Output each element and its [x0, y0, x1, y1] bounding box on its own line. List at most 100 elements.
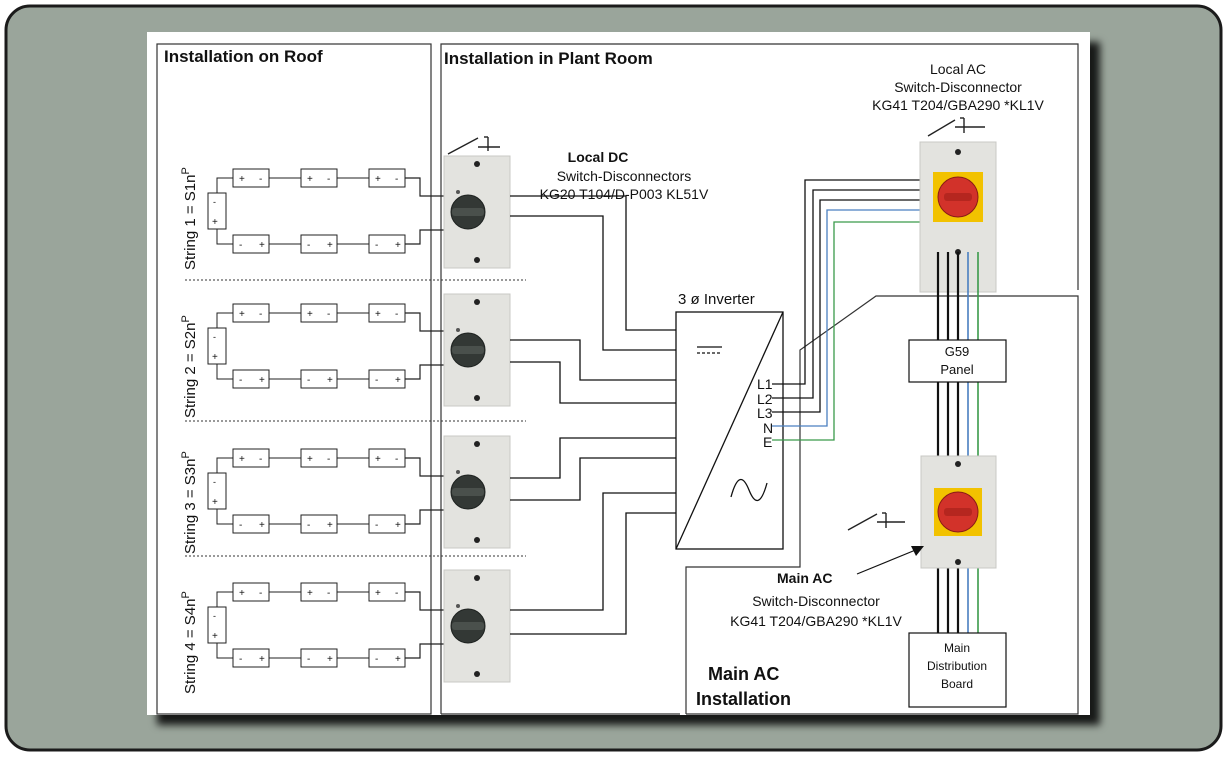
module-minus-sign: -: [213, 611, 216, 621]
module-plus-sign: +: [239, 588, 245, 599]
dc-isolator-screw-bottom: [474, 395, 480, 401]
main-ac-screw-bottom: [955, 559, 961, 565]
module-minus-sign: -: [375, 520, 378, 531]
dc-cables: [510, 195, 676, 635]
module-plus-sign: +: [259, 654, 265, 665]
mdb-line1: Main: [944, 641, 970, 655]
pv-string-2: +--++--++--+-+: [207, 303, 448, 389]
dc-isolator-knob-grip: [452, 208, 484, 216]
module-plus-sign: +: [327, 240, 333, 251]
main-ac-switch-symbol: [847, 512, 905, 531]
mdb-line2: Distribution: [927, 659, 987, 673]
string-output-positive: [405, 312, 448, 332]
pv-module-side: [207, 606, 227, 644]
module-minus-sign: -: [259, 174, 262, 185]
module-plus-sign: +: [239, 454, 245, 465]
module-minus-sign: -: [375, 375, 378, 386]
module-plus-sign: +: [212, 631, 218, 642]
dc-isolator-knob-grip: [452, 622, 484, 630]
main-ac-knob-grip: [944, 508, 972, 516]
dc-isolator-screw-bottom: [474, 257, 480, 263]
local-ac-screw-top: [955, 149, 961, 155]
module-minus-sign: -: [213, 477, 216, 487]
vertical-ac-cables: [936, 252, 979, 633]
string-label-1: String 1 = S1nP: [180, 167, 199, 270]
string-left-link: [216, 229, 233, 245]
module-minus-sign: -: [259, 454, 262, 465]
main-ac-line3: KG41 T204/GBA290 *KL1V: [730, 613, 902, 629]
module-plus-sign: +: [375, 454, 381, 465]
module-plus-sign: +: [395, 240, 401, 251]
module-minus-sign: -: [239, 520, 242, 531]
module-minus-sign: -: [375, 654, 378, 665]
module-plus-sign: +: [395, 654, 401, 665]
dc-isolators: [443, 155, 511, 683]
local-ac-knob-grip: [944, 193, 972, 201]
dc-isolator-knob-grip: [452, 346, 484, 354]
dc-isolator-4: [443, 569, 511, 683]
module-minus-sign: -: [239, 375, 242, 386]
inverter-terminal-n: N: [763, 420, 773, 436]
dc-isolator-indicator: [456, 190, 460, 194]
string-output-negative: [405, 643, 448, 659]
string-left-link: [216, 312, 233, 328]
inverter: [675, 311, 784, 550]
pv-string-4: +--++--++--+-+: [207, 582, 448, 668]
local-ac-line2: Switch-Disconnector: [894, 79, 1022, 95]
string-left-link: [216, 643, 233, 659]
module-minus-sign: -: [213, 332, 216, 342]
module-minus-sign: -: [327, 309, 330, 320]
dc-isolator-screw-top: [474, 441, 480, 447]
local-dc-line3: KG20 T104/D-P003 KL51V: [540, 186, 709, 202]
module-minus-sign: -: [327, 588, 330, 599]
mdb-line3: Board: [941, 677, 973, 691]
pv-module-side: [207, 327, 227, 365]
module-plus-sign: +: [327, 654, 333, 665]
inverter-diagonal: [675, 311, 784, 550]
string-output-negative: [405, 229, 448, 245]
ac-cables-to-local-ac: [772, 179, 934, 441]
module-minus-sign: -: [307, 654, 310, 665]
module-plus-sign: +: [239, 309, 245, 320]
string-label-2: String 2 = S2nP: [180, 315, 199, 418]
module-plus-sign: +: [395, 375, 401, 386]
module-plus-sign: +: [239, 174, 245, 185]
local-ac-line3: KG41 T204/GBA290 *KL1V: [872, 97, 1044, 113]
inverter-terminal-l2: L2: [757, 391, 773, 407]
main-ac-screw-top: [955, 461, 961, 467]
ac-sine-symbol: [730, 478, 768, 502]
module-minus-sign: -: [239, 240, 242, 251]
module-plus-sign: +: [307, 588, 313, 599]
module-plus-sign: +: [327, 520, 333, 531]
local-dc-title: Local DC: [568, 149, 629, 165]
main-ac-title: Main AC: [777, 570, 832, 586]
module-minus-sign: -: [307, 520, 310, 531]
string-left-link: [216, 457, 233, 473]
module-plus-sign: +: [375, 174, 381, 185]
local-ac-switch-symbol: [927, 117, 985, 137]
g59-panel: [908, 339, 1007, 383]
module-plus-sign: +: [212, 352, 218, 363]
main-ac-pointer-arrow: [856, 546, 924, 575]
pv-string-1: +--++--++--+-+: [207, 168, 448, 254]
g59-line2: Panel: [940, 362, 973, 377]
pv-module-side: [207, 192, 227, 230]
dc-isolator-3: [443, 435, 511, 549]
string-output-positive: [405, 591, 448, 611]
module-minus-sign: -: [259, 588, 262, 599]
dc-isolator-indicator: [456, 604, 460, 608]
g59-line1: G59: [945, 344, 970, 359]
string-label-4: String 4 = S4nP: [180, 591, 199, 694]
inverter-terminal-l3: L3: [757, 405, 773, 421]
inverter-title: 3 ø Inverter: [678, 291, 755, 308]
module-plus-sign: +: [259, 240, 265, 251]
arrow-head: [911, 546, 924, 556]
pv-module-side: [207, 472, 227, 510]
local-ac-line1: Local AC: [930, 61, 986, 77]
main-ac-isolator: [920, 455, 997, 569]
string-left-link: [216, 364, 233, 380]
dc-switch-symbol: [447, 136, 500, 155]
main-distribution-board: [908, 632, 1007, 708]
dc-isolator-2: [443, 293, 511, 407]
